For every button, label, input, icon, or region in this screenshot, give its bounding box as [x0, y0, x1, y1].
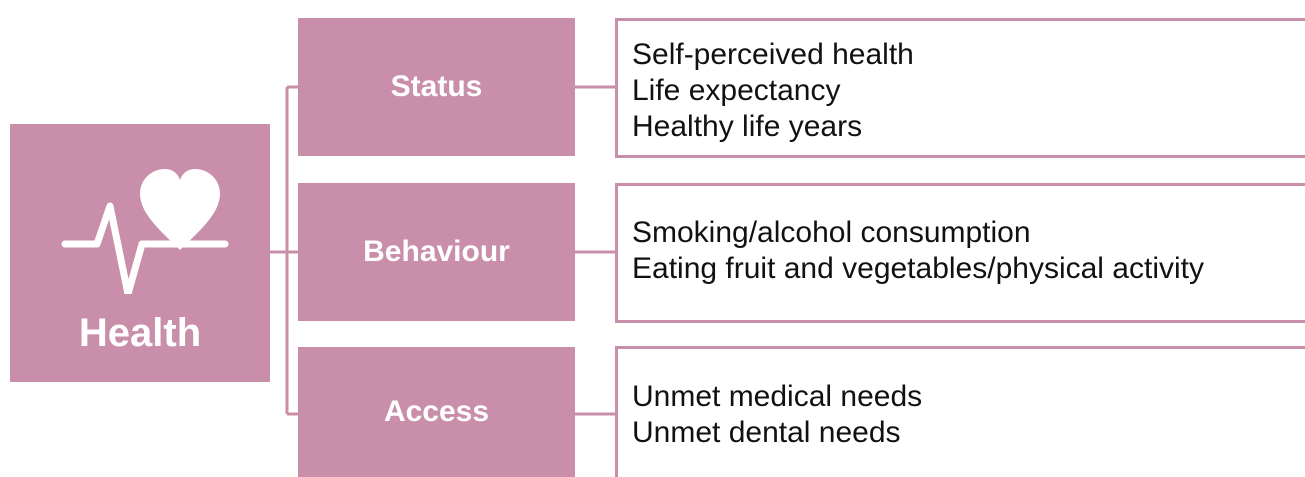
heart-shape	[140, 169, 220, 250]
heartbeat-line	[61, 202, 229, 294]
heart-heartbeat-icon	[61, 169, 229, 294]
health-root-node: Health	[10, 124, 270, 382]
detail-item: Eating fruit and vegetables/physical act…	[632, 252, 1204, 285]
behaviour-category: Behaviour	[298, 183, 575, 321]
detail-list: Smoking/alcohol consumption Eating fruit…	[632, 215, 1305, 287]
detail-item: Unmet medical needs	[632, 380, 923, 413]
behaviour-details: Smoking/alcohol consumption Eating fruit…	[615, 183, 1305, 323]
detail-item: Healthy life years	[632, 110, 863, 143]
detail-item: Unmet dental needs	[632, 416, 901, 449]
access-category: Access	[298, 347, 575, 477]
access-details: Unmet medical needs Unmet dental needs	[615, 346, 1305, 477]
detail-item: Self-perceived health	[632, 38, 914, 71]
status-details: Self-perceived health Life expectancy He…	[615, 18, 1305, 158]
status-category: Status	[298, 18, 575, 156]
root-label: Health	[78, 311, 202, 355]
detail-list: Self-perceived health Life expectancy He…	[632, 37, 1305, 145]
category-label: Access	[383, 395, 490, 428]
category-label: Status	[390, 70, 483, 103]
detail-item: Life expectancy	[632, 74, 841, 107]
detail-item: Smoking/alcohol consumption	[632, 216, 1031, 249]
detail-list: Unmet medical needs Unmet dental needs	[632, 379, 1305, 451]
category-label: Behaviour	[363, 235, 510, 268]
